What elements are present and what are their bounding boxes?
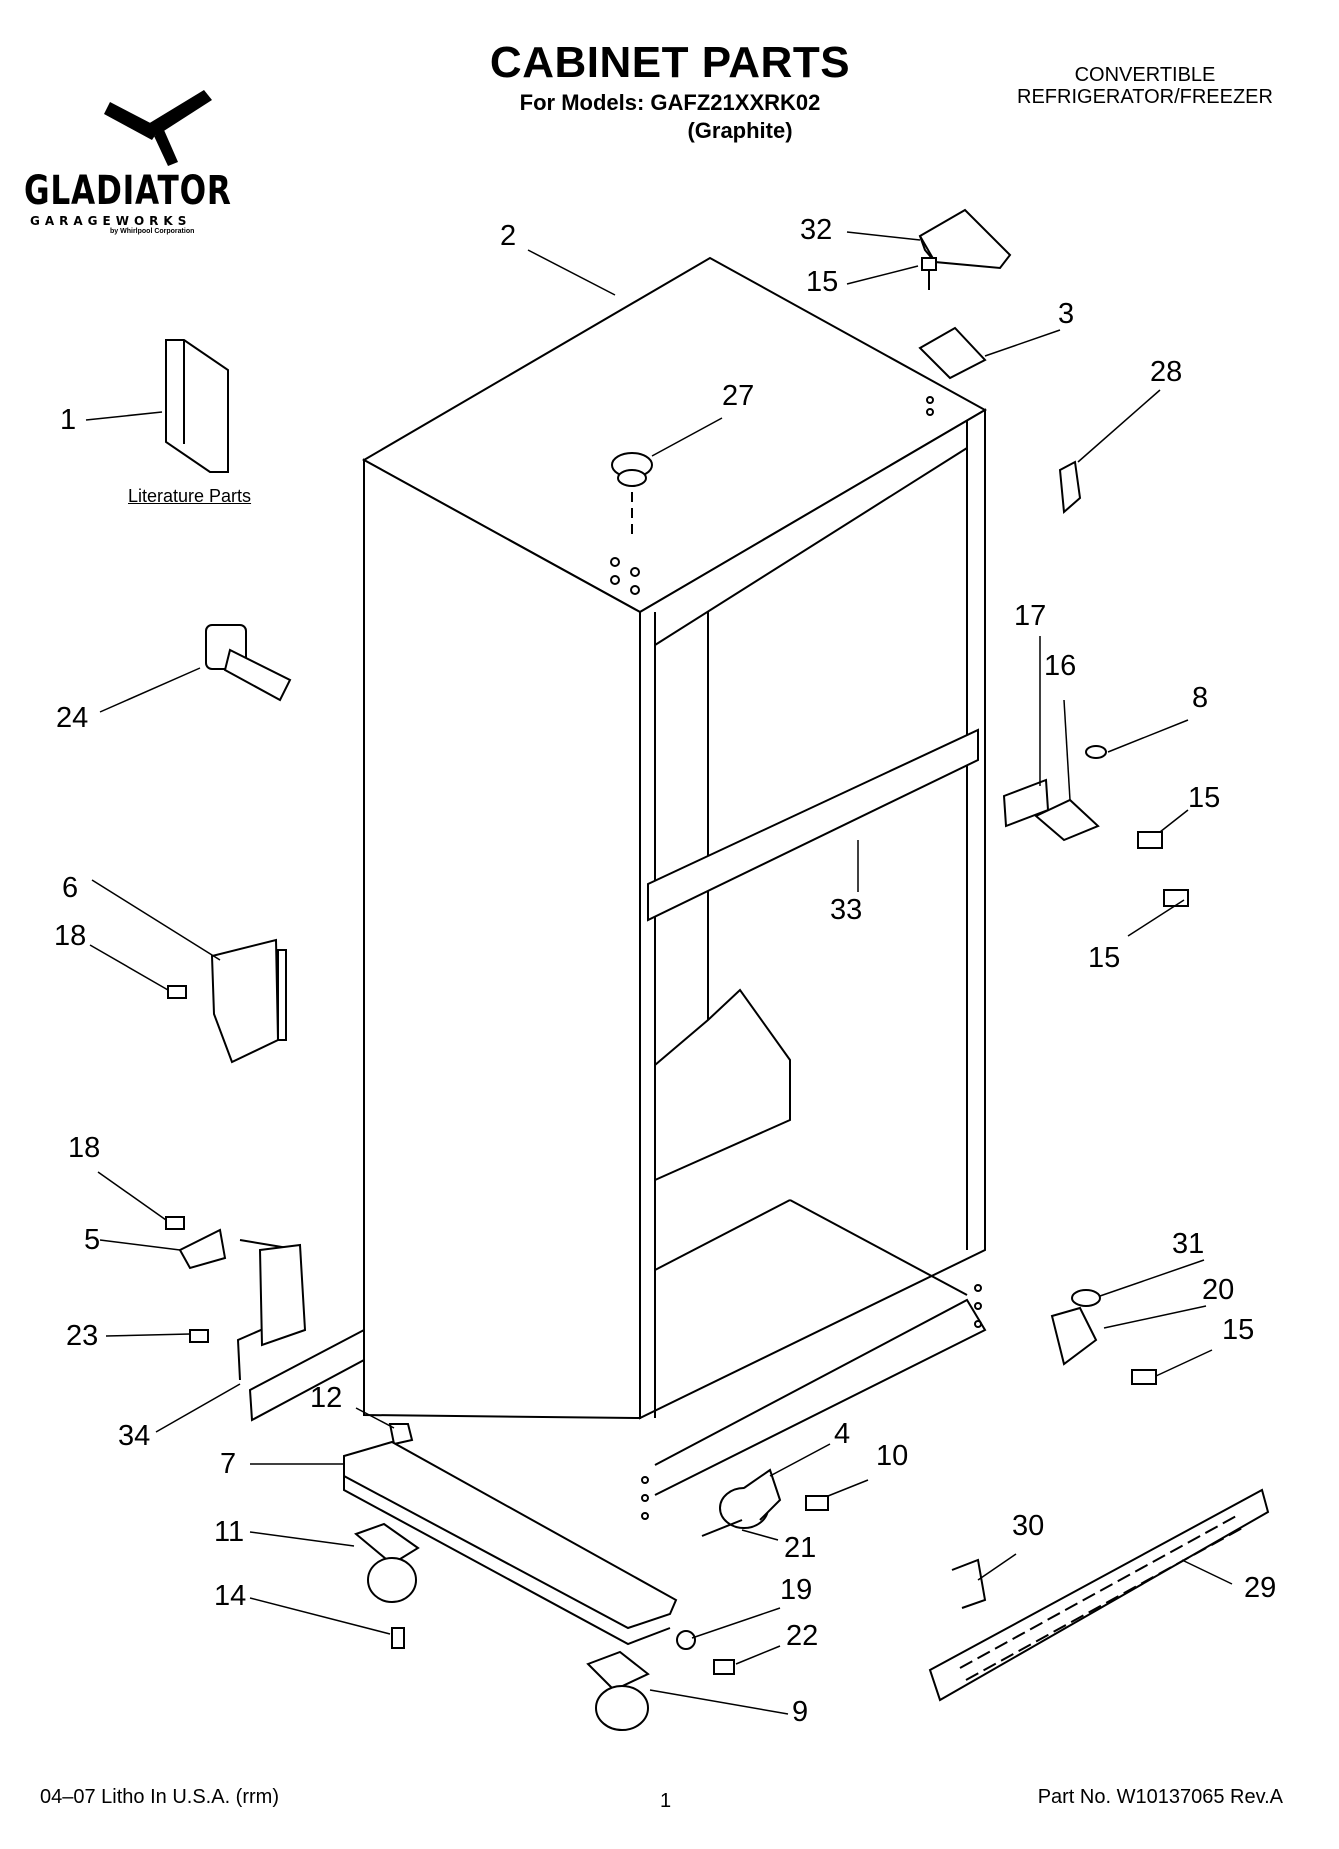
front-roller-icon xyxy=(719,1468,782,1529)
callout-15-top: 15 xyxy=(806,266,839,298)
callout-20: 20 xyxy=(1202,1274,1235,1306)
product-type-line2: REFRIGERATOR/FREEZER xyxy=(1017,86,1273,108)
callout-5: 5 xyxy=(84,1224,101,1256)
callout-2: 2 xyxy=(500,220,517,252)
literature-book-icon xyxy=(165,339,229,473)
callout-15-bottom: 15 xyxy=(1222,1314,1255,1346)
brand-subname: GARAGEWORKS xyxy=(30,214,192,228)
screw-icon xyxy=(391,1627,405,1649)
product-type: CONVERTIBLE REFRIGERATOR/FREEZER xyxy=(980,64,1310,108)
screw-icon xyxy=(1131,1369,1157,1385)
callout-6: 6 xyxy=(62,872,79,904)
callout-4: 4 xyxy=(834,1418,851,1450)
screw-icon xyxy=(918,257,987,380)
part-number: Part No. W10137065 Rev.A xyxy=(1037,1786,1283,1808)
page-title-text: CABINET PARTS xyxy=(489,38,851,87)
cross-rail xyxy=(647,728,979,922)
callout-32: 32 xyxy=(800,214,833,246)
callout-34: 34 xyxy=(118,1420,151,1452)
screw-icon xyxy=(167,985,187,999)
cabinet-body xyxy=(361,256,988,1520)
nut-icon xyxy=(388,1423,414,1446)
screw-icon xyxy=(189,1329,209,1343)
callout-33: 33 xyxy=(830,894,863,926)
callout-9: 9 xyxy=(792,1696,809,1728)
grille-clip-icon xyxy=(951,1558,987,1609)
callout-18-upper: 18 xyxy=(54,920,87,952)
callout-12: 12 xyxy=(310,1382,343,1414)
brand-name: GLADIATOR xyxy=(24,168,232,214)
rear-bracket-icon xyxy=(178,1228,365,1422)
screw-icon xyxy=(1137,831,1163,849)
print-info: 04–07 Litho In U.S.A. (rrm) xyxy=(40,1786,279,1808)
base-grille-icon xyxy=(928,1488,1270,1702)
callout-15-hinge-a: 15 xyxy=(1188,782,1221,814)
callout-8: 8 xyxy=(1192,682,1209,714)
callout-14: 14 xyxy=(214,1580,247,1612)
callout-16: 16 xyxy=(1044,650,1077,682)
callout-7: 7 xyxy=(220,1448,237,1480)
bottom-hinge-icon xyxy=(1050,1306,1098,1366)
callout-27: 27 xyxy=(722,380,755,412)
plug-icon xyxy=(611,452,653,540)
callout-18-lower: 18 xyxy=(68,1132,101,1164)
leveling-bolt-icon xyxy=(205,624,292,702)
center-hinge-icon xyxy=(1002,745,1107,842)
callout-1: 1 xyxy=(60,404,77,436)
literature-parts-label: Literature Parts xyxy=(128,486,252,506)
pin-icon xyxy=(701,1519,743,1537)
callout-29: 29 xyxy=(1244,1572,1277,1604)
callout-19: 19 xyxy=(780,1574,813,1606)
callout-22: 22 xyxy=(786,1620,819,1652)
screw-icon xyxy=(1163,889,1189,907)
screw-icon xyxy=(713,1659,735,1675)
callout-24: 24 xyxy=(56,702,89,734)
brand-byline: by Whirlpool Corporation xyxy=(110,228,195,235)
base-rail-icon xyxy=(343,1440,678,1646)
callout-17: 17 xyxy=(1014,600,1047,632)
brand-logo-icon xyxy=(104,90,212,166)
callout-23: 23 xyxy=(66,1320,99,1352)
screw-icon xyxy=(805,1495,829,1511)
screw-icon xyxy=(165,1216,185,1230)
callout-21: 21 xyxy=(784,1532,817,1564)
caster-wheel-icon xyxy=(354,1522,420,1603)
leader-lines xyxy=(85,231,1233,1715)
side-cover-icon xyxy=(210,938,287,1064)
callout-30: 30 xyxy=(1012,1510,1045,1542)
callout-15-hinge-b: 15 xyxy=(1088,942,1121,974)
callout-28: 28 xyxy=(1150,356,1183,388)
washer-icon xyxy=(1071,1289,1101,1307)
caster-wheel-icon xyxy=(586,1650,650,1731)
washer-icon xyxy=(676,1630,696,1650)
product-type-line1: CONVERTIBLE xyxy=(1074,64,1216,86)
model-number: For Models: GAFZ21XXRK02 xyxy=(519,90,821,115)
hinge-cover-icon xyxy=(1058,460,1082,515)
callout-11: 11 xyxy=(214,1516,245,1548)
model-variant: (Graphite) xyxy=(687,118,793,143)
callout-3: 3 xyxy=(1058,298,1075,330)
callout-10: 10 xyxy=(876,1440,909,1472)
page-number: 1 xyxy=(660,1790,672,1812)
callout-31: 31 xyxy=(1172,1228,1205,1260)
